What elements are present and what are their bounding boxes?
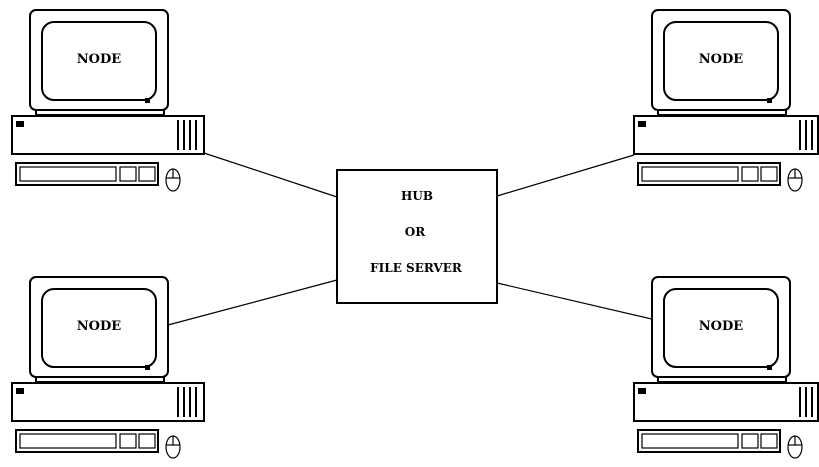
system-unit-icon [634, 383, 818, 421]
connection-line-bottom-left [168, 280, 337, 325]
mouse-icon [166, 436, 180, 458]
keyboard-icon [638, 163, 780, 185]
node-label: NODE [699, 319, 743, 334]
hub-label-line-2: OR [405, 225, 426, 239]
node-computer-bottom-left: NODE [12, 277, 204, 458]
hub-box: HUB OR FILE SERVER [337, 170, 497, 303]
system-unit-icon [634, 116, 818, 154]
node-label: NODE [77, 52, 121, 67]
hub-label-line-1: HUB [401, 189, 433, 203]
mouse-icon [166, 169, 180, 191]
keyboard-icon [638, 430, 780, 452]
node-computer-top-right: NODE [634, 10, 818, 191]
system-unit-icon [12, 116, 204, 154]
system-unit-icon [12, 383, 204, 421]
connection-line-top-left [204, 153, 337, 197]
node-label: NODE [77, 319, 121, 334]
node-computer-top-left: NODE [12, 10, 204, 191]
hub-label-line-3: FILE SERVER [370, 261, 463, 275]
connection-line-bottom-right [497, 283, 669, 323]
keyboard-icon [16, 430, 158, 452]
keyboard-icon [16, 163, 158, 185]
mouse-icon [788, 436, 802, 458]
node-computer-bottom-right: NODE [634, 277, 818, 458]
node-label: NODE [699, 52, 743, 67]
mouse-icon [788, 169, 802, 191]
connection-line-top-right [497, 155, 634, 196]
